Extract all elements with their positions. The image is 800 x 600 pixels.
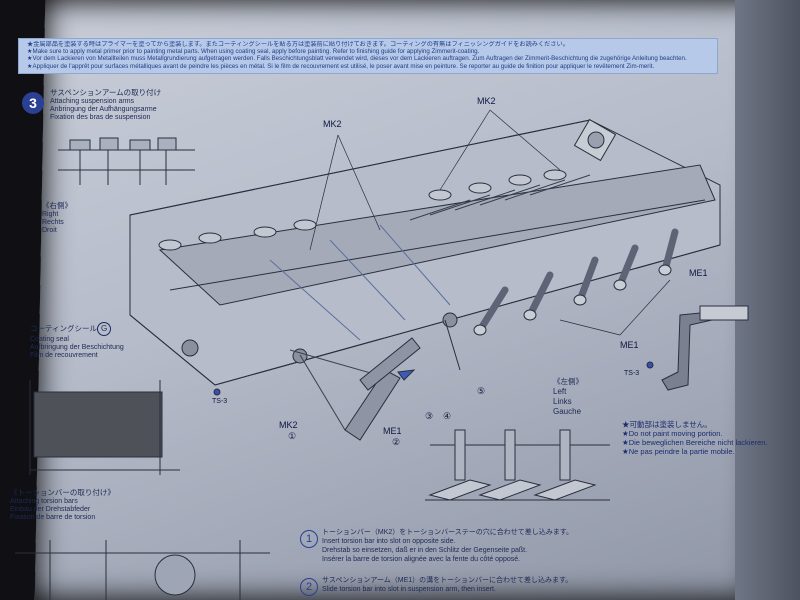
right-side-en: Right [42, 211, 59, 218]
coating-fr: Film de recouvrement [30, 352, 98, 359]
note-jp: ★可動部は塗装しません。 [622, 420, 712, 429]
left-side-jp: 《左側》 [553, 377, 583, 386]
coating-badge: G [97, 322, 112, 336]
instruction-2-number: 2 [300, 578, 318, 596]
part-label-mk2-bottom: MK2 [279, 420, 298, 430]
note-fr: ★Ne pas peindre la partie mobile. [622, 447, 735, 456]
part-label-mk2-top-right: MK2 [477, 96, 496, 106]
instruction-1-number: 1 [300, 530, 318, 548]
banner-en: ★Make sure to apply metal primer prior t… [27, 48, 480, 56]
step-heading-de: Anbringung der Aufhängungsarme [50, 106, 157, 113]
step-heading-en: Attaching suspension arms [50, 98, 135, 105]
torsion-en: Attaching torsion bars [10, 498, 78, 505]
note-en: ★Do not paint moving portion. [622, 429, 723, 438]
moving-parts-note: ★可動部は塗装しません。 ★Do not paint moving portio… [622, 420, 768, 456]
step-heading-jp: サスペンションアームの取り付け [50, 88, 162, 97]
banner-fr: ★Appliquer de l'apprêt pour surfaces mét… [27, 62, 655, 70]
left-side-en: Left [553, 387, 567, 396]
paint-ts3-right: TS-3 [624, 370, 640, 377]
primer-notice-banner: ★金属部品を塗装する時はプライマーを塗ってから塗装します。またコーティングシール… [18, 38, 718, 74]
instruction-1-en: Insert torsion bar into slot on opposite… [322, 538, 456, 545]
instruction-2-jp: サスペンションアーム（ME1）の溝をトーションバーに合わせて差し込みます。 [322, 577, 573, 584]
banner-jp: ★金属部品を塗装する時はプライマーを塗ってから塗装します。またコーティングシール… [27, 41, 569, 48]
next-page-edge [735, 0, 800, 600]
right-side-de: Rechts [42, 219, 64, 226]
paint-ts3-left: TS-3 [212, 398, 228, 405]
step-marker-4: ④ [443, 411, 452, 421]
note-de: ★Die beweglichen Bereiche nicht lackiere… [622, 438, 768, 447]
step-marker-2: ② [392, 437, 401, 447]
left-side-fr: Gauche [553, 407, 582, 416]
step-marker-1: ① [288, 431, 297, 441]
torsion-jp: 《トーションバーの取り付け》 [10, 488, 115, 497]
torsion-bar-heading: 《トーションバーの取り付け》 Attaching torsion bars Ei… [10, 487, 115, 522]
step-heading: サスペンションアームの取り付け Attaching suspension arm… [50, 87, 161, 122]
torsion-fr: Fixation de barre de torsion [10, 514, 96, 521]
step-marker-5: ⑤ [477, 386, 486, 396]
step-heading-fr: Fixation des bras de suspension [50, 114, 151, 121]
part-label-me1-center: ME1 [620, 340, 639, 350]
step-number-badge: 3 [22, 92, 44, 114]
instruction-1-jp: トーションバー（MK2）をトーションバーステーの穴に合わせて差し込みます。 [322, 529, 574, 536]
banner-de: ★Vor dem Lackieren von Metallteilen muss… [27, 55, 687, 63]
instruction-1-de: Drehstab so einsetzen, daß er in den Sch… [322, 547, 528, 554]
left-side-de: Links [553, 397, 572, 406]
right-side-label: 《右側》 Right Rechts Droit [42, 200, 72, 235]
instruction-2-en: Slide torsion bar into slot in suspensio… [322, 586, 496, 593]
coating-de: Aufbringung der Beschichtung [30, 344, 124, 351]
part-label-me1-right: ME1 [689, 268, 708, 278]
right-side-fr: Droit [42, 227, 57, 234]
part-label-mk2-top-left: MK2 [323, 119, 342, 129]
left-side-label: 《左側》 Left Links Gauche [553, 376, 583, 417]
coating-jp: コーティングシール [30, 324, 98, 333]
part-label-me1-bottom: ME1 [383, 426, 402, 436]
right-side-jp: 《右側》 [42, 201, 72, 210]
instruction-1-fr: Insérer la barre de torsion alignée avec… [322, 556, 521, 563]
coating-en: Coating seal [30, 336, 69, 343]
torsion-de: Einbau der Drehstabfeder [10, 506, 91, 513]
step-marker-3: ③ [425, 411, 434, 421]
